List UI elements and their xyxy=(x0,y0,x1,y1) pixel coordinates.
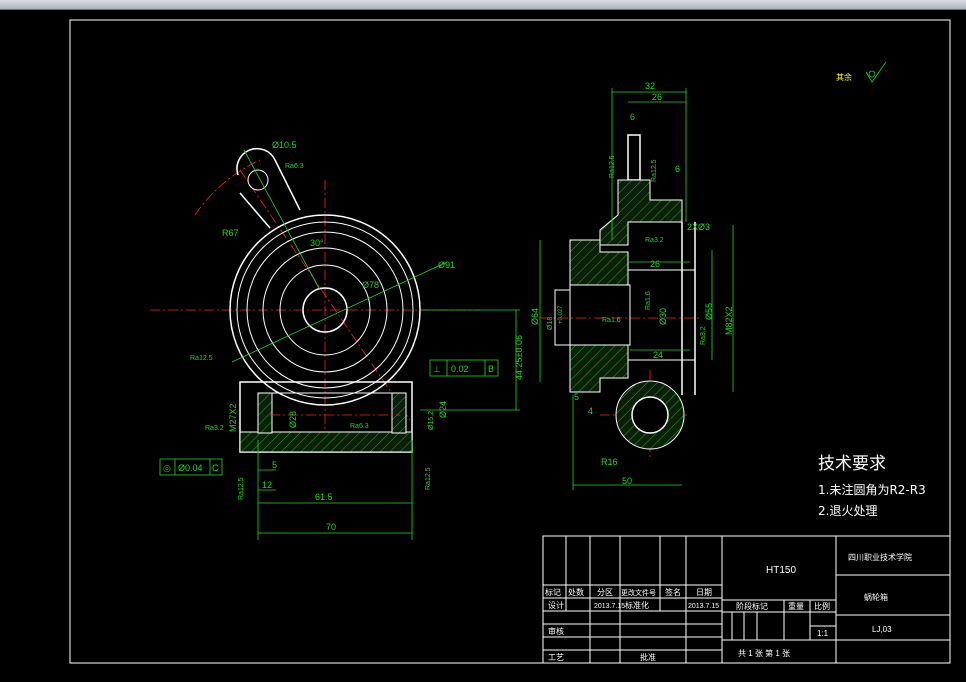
tb-part-name: 蜗轮箱 xyxy=(864,592,888,602)
dim-5: 5 xyxy=(272,460,277,470)
tb-process-label: 工艺 xyxy=(548,653,564,662)
tech-req-item-1: 1.未注圆角为R2-R3 xyxy=(818,482,926,497)
dim-angle: 30° xyxy=(310,238,324,248)
tb-stage-label: 阶段标记 xyxy=(736,601,768,611)
dim-rough-b2: Ra12.5 xyxy=(425,467,432,490)
dim-50: 50 xyxy=(622,476,632,486)
dim-dia28: Ø28 xyxy=(288,411,298,428)
dim-ra-d: Ra1.6 xyxy=(602,317,621,324)
drawing-border xyxy=(69,19,951,664)
title-block: HT150 四川职业技术学院 蜗轮箱 LJ,03 比例 1:1 阶段标记 重量 … xyxy=(542,535,951,664)
dim-6a: 6 xyxy=(630,112,635,122)
dim-ra-e: Ra1.6 xyxy=(645,291,652,310)
concentricity-frame: ◎ Ø0.04 C xyxy=(159,458,223,476)
dim-5: 5 xyxy=(574,392,579,402)
dim-radius: R67 xyxy=(222,228,239,238)
roughness-symbol-icon xyxy=(865,61,887,83)
dim-dia91: Ø91 xyxy=(438,260,455,270)
dim-4: 4 xyxy=(588,406,593,416)
dim-d55: Ø55 xyxy=(704,303,714,320)
svg-text:◎: ◎ xyxy=(163,463,171,473)
svg-text:C: C xyxy=(212,463,219,473)
dim-32: 32 xyxy=(645,81,655,91)
tb-sheets: 共 1 张 第 1 张 xyxy=(738,648,790,658)
tb-h4: 签名 xyxy=(665,587,681,597)
dim-ra-b: Ra12.5 xyxy=(651,159,658,182)
roughness-note: 其余 xyxy=(836,61,887,83)
dim-r16: R16 xyxy=(601,457,618,467)
perpendicularity-frame: ⊥ 0.02 B xyxy=(429,359,499,377)
dim-holes: 2XØ3 xyxy=(687,222,710,232)
dim-ra-c: Ra3.2 xyxy=(645,237,664,244)
tb-h5: 日期 xyxy=(696,588,712,597)
svg-text:0.02: 0.02 xyxy=(451,364,469,374)
tb-h3: 更改文件号 xyxy=(621,588,656,597)
dim-rough-mid: Ra6.3 xyxy=(350,423,369,430)
cad-drawing-canvas[interactable]: 其余 xyxy=(0,9,966,682)
svg-text:B: B xyxy=(488,364,494,374)
tb-approve-label: 批准 xyxy=(640,652,656,662)
tb-scale-label: 比例 xyxy=(814,601,830,611)
tb-material: HT150 xyxy=(766,565,796,576)
dim-ra-a: Ra12.5 xyxy=(609,155,616,178)
dim-rough-top: Ra6.3 xyxy=(285,163,304,170)
dim-26b: 26 xyxy=(650,259,660,269)
tech-req-item-2: 2.退火处理 xyxy=(818,504,877,518)
tb-design-date: 2013.7.15 xyxy=(594,603,625,610)
dim-61-5: 61.5 xyxy=(315,492,333,502)
tb-h2: 分区 xyxy=(597,588,613,597)
tech-requirements: 技术要求 1.未注圆角为R2-R3 2.退火处理 xyxy=(818,454,926,518)
tech-req-title: 技术要求 xyxy=(818,454,886,474)
window-title-bar xyxy=(0,0,966,10)
tb-h1: 处数 xyxy=(568,587,584,597)
dim-d30: Ø30 xyxy=(658,308,668,325)
dim-hole: Ø10.5 xyxy=(272,140,297,150)
svg-text:⊥: ⊥ xyxy=(433,364,441,374)
tb-h0: 标记 xyxy=(545,587,561,597)
dim-m82: M82X2 xyxy=(724,306,734,335)
dim-rough-b1: Ra12.5 xyxy=(238,477,245,500)
tb-code: LJ,03 xyxy=(872,625,892,634)
tb-design-label: 设计 xyxy=(548,600,564,610)
tb-weight-label: 重量 xyxy=(788,601,804,611)
dim-d18: Ø18 xyxy=(547,317,554,330)
side-view: 32 26 6 6 Ra3.2 2XØ3 26 Ra1.6 24 5 4 R16… xyxy=(530,81,734,490)
dim-ra-f: Ra3.2 xyxy=(700,326,707,345)
dim-height: 44.25±0.06 xyxy=(514,335,524,380)
tb-standard-label: 标准化 xyxy=(625,600,649,610)
dim-rough-left2: Ra3.2 xyxy=(205,425,224,432)
dim-d18b: +0.027 xyxy=(558,305,564,324)
dim-70: 70 xyxy=(326,522,336,532)
tb-date2: 2013.7.15 xyxy=(688,603,719,610)
roughness-note-label: 其余 xyxy=(836,72,852,82)
dim-12: 12 xyxy=(262,480,272,490)
tb-school: 四川职业技术学院 xyxy=(848,552,912,562)
dim-rough-left: Ra12.5 xyxy=(190,355,213,362)
dim-dia15: Ø15.2 xyxy=(428,411,435,430)
tb-scale: 1:1 xyxy=(817,629,829,638)
svg-text:Ø0.04: Ø0.04 xyxy=(178,463,203,473)
dim-dia24: Ø24 xyxy=(438,401,448,418)
dim-26: 26 xyxy=(652,92,662,102)
dim-6b: 6 xyxy=(675,164,680,174)
dim-24: 24 xyxy=(653,350,663,360)
dim-thread: M27X2 xyxy=(228,403,238,432)
dim-d64: Ø64 xyxy=(530,308,540,325)
tb-review-label: 审核 xyxy=(548,626,564,636)
front-view: ⊥ 0.02 B ◎ Ø0.04 C Ø10.5 Ra6.3 R67 30° Ø… xyxy=(150,140,524,540)
dim-dia78: Ø78 xyxy=(362,280,379,290)
